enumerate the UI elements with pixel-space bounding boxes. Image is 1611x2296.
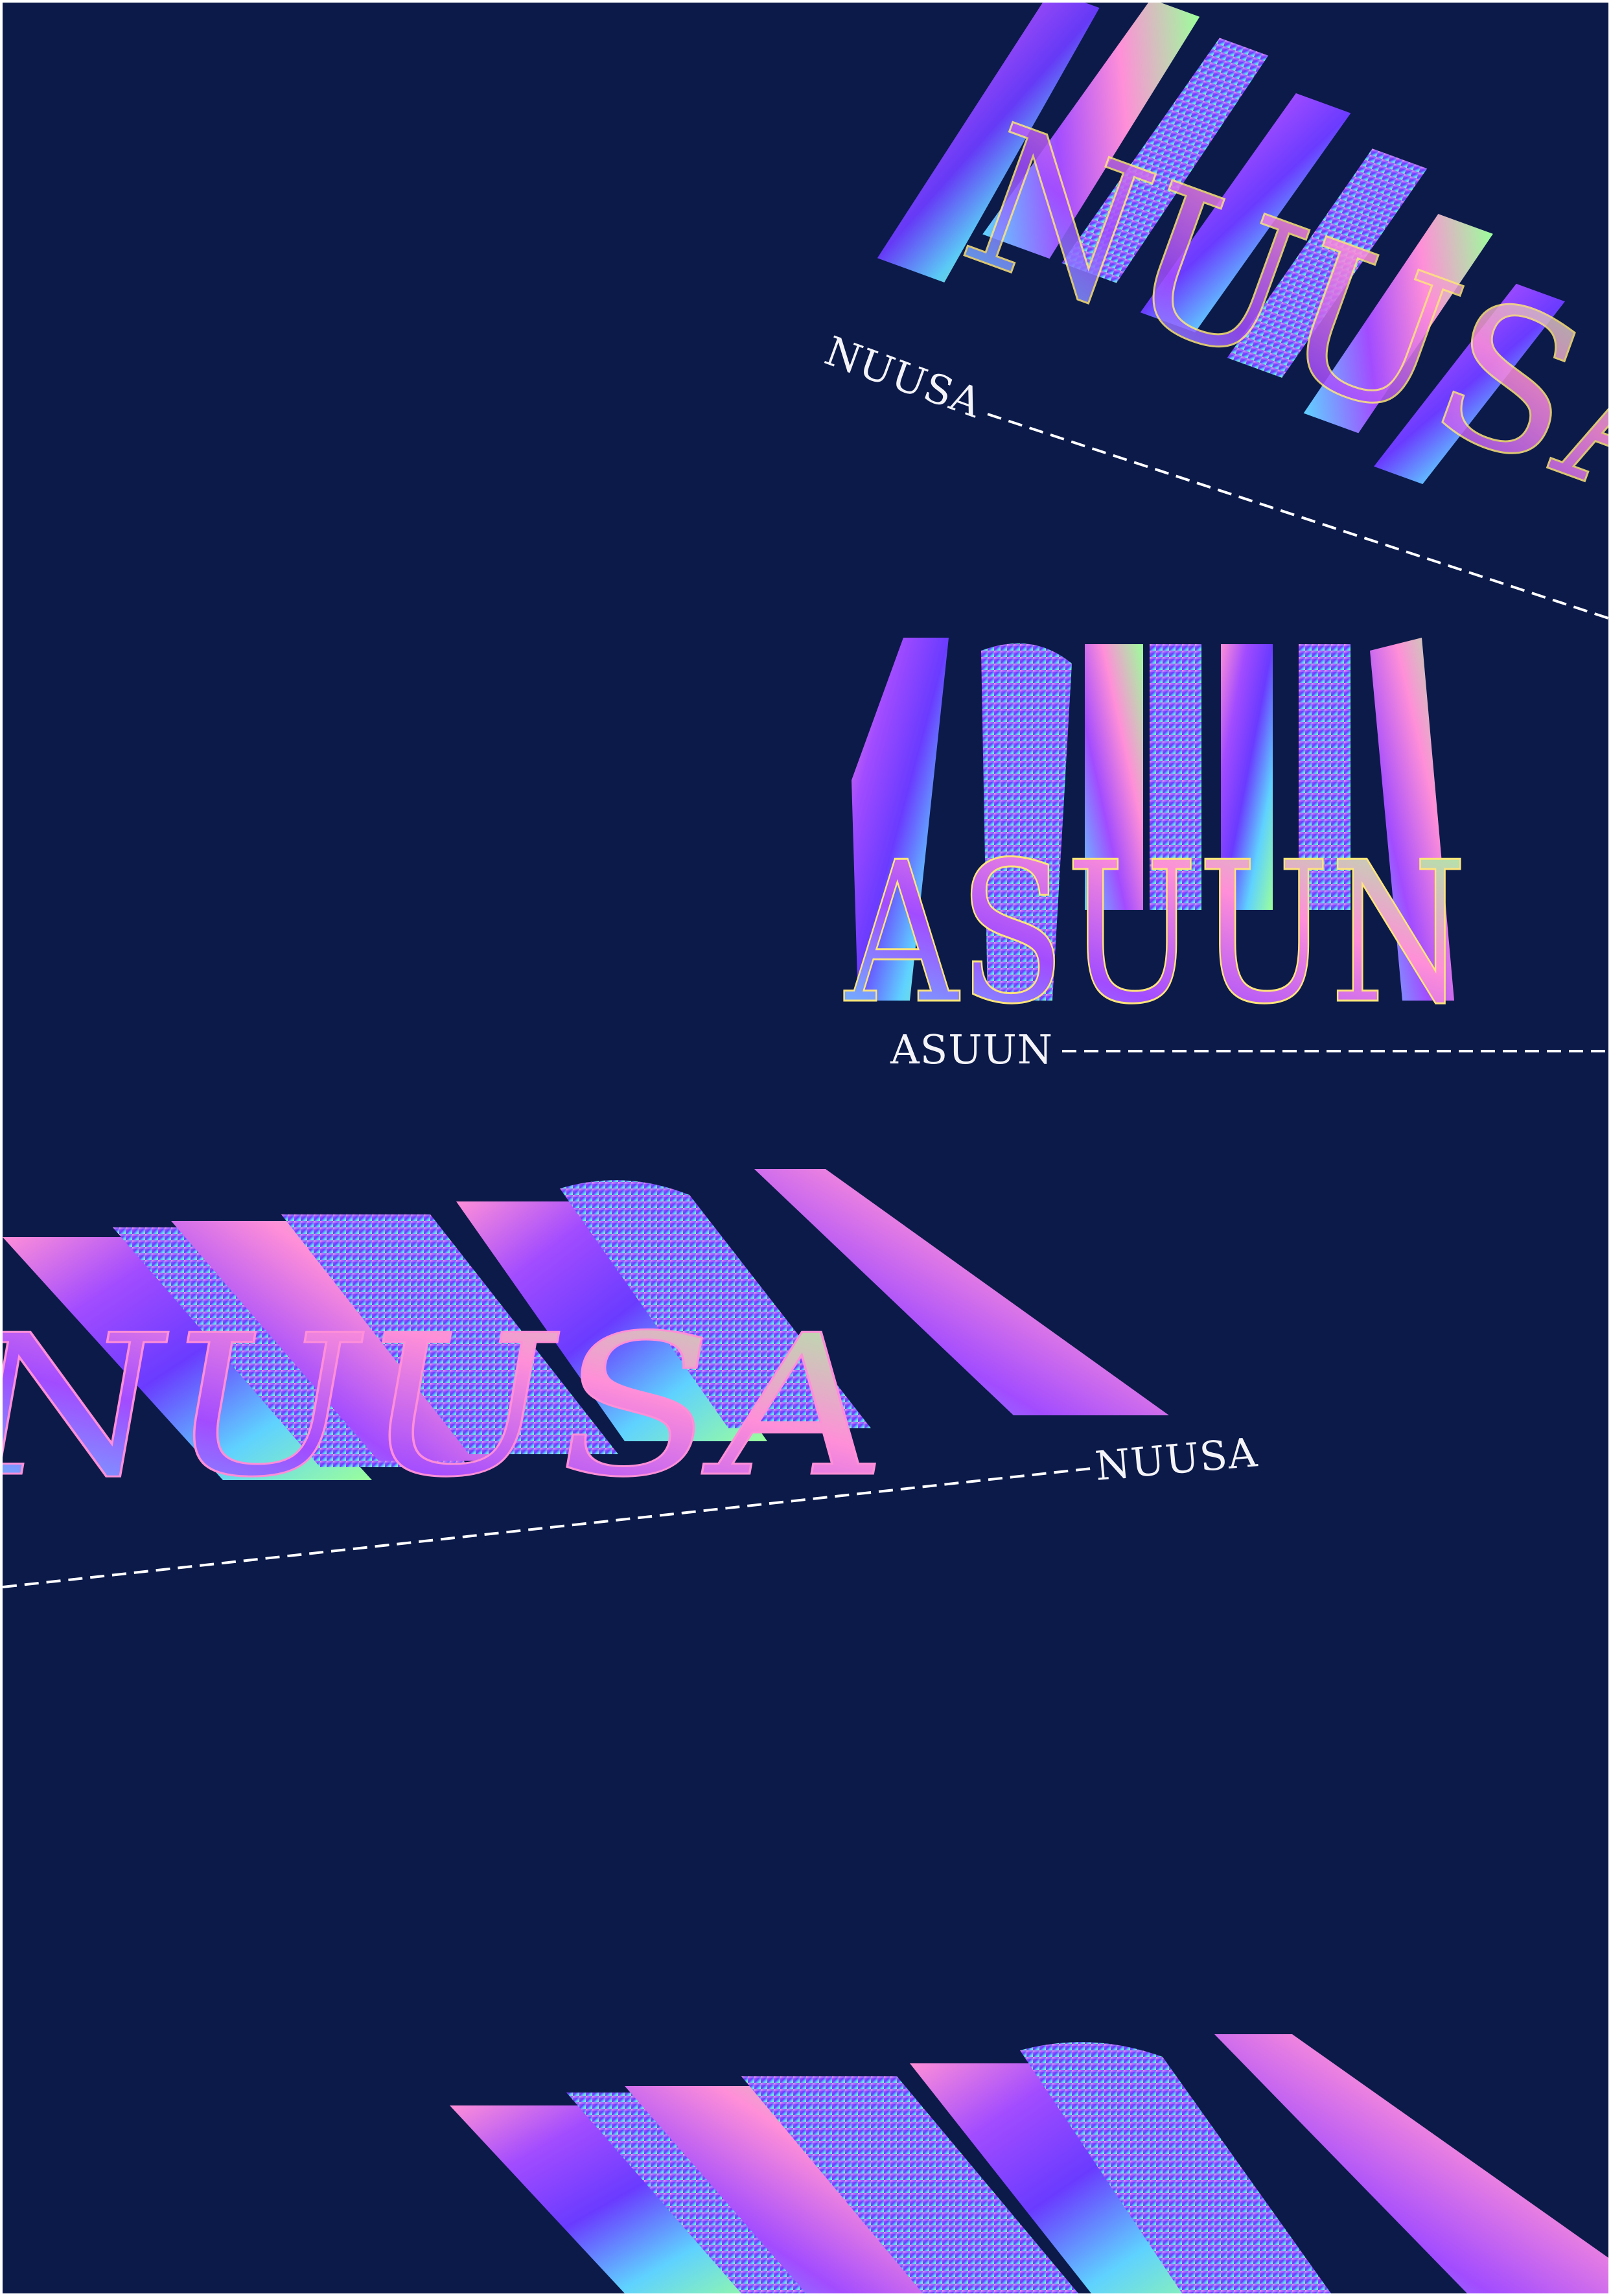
nuusa-lettering-middle: NUUSA [3, 1169, 1169, 1521]
poster-artwork: NUUSA NUUSA ASUUN ASUUN [3, 3, 1608, 2293]
front-letters: NUUSA [3, 1293, 905, 1520]
caption-asuun: ASUUN [890, 1026, 1053, 1073]
dashed-leader-line [3, 1467, 1092, 1588]
caption-2: ASUUN [890, 1026, 1608, 1073]
front-letters: ASUUN [842, 820, 1467, 1047]
extrusion [877, 3, 1565, 485]
asuun-lettering: ASUUN [842, 638, 1468, 1048]
poster: NUUSA NUUSA ASUUN ASUUN [3, 3, 1608, 2293]
nuusa-lettering-bottom [450, 2034, 1608, 2293]
